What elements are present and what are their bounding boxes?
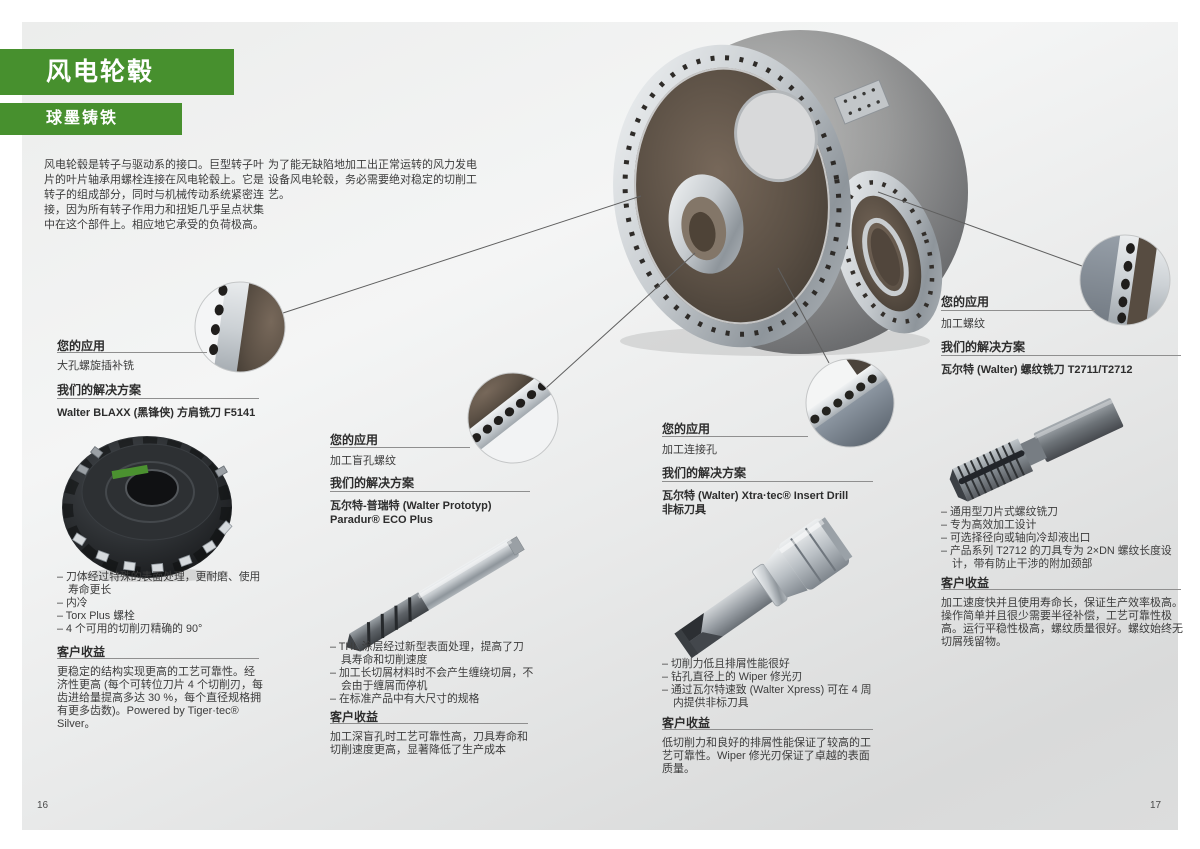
list-item: – 加工长切屑材料时不会产生缠绕切屑，不会由于缠屑而停机 xyxy=(330,667,534,692)
col1-benefits-text: 更稳定的结构实现更高的工艺可靠性。经济性更高 (每个可转位刀片 4 个切削刃，每… xyxy=(57,666,263,730)
col4-product-name: 瓦尔特 (Walter) 螺纹铣刀 T2711/T2712 xyxy=(941,363,1185,377)
list-item: – 专为高效加工设计 xyxy=(941,519,1037,531)
list-item: – 产品系列 T2712 的刀具专为 2×DN 螺纹长度设计，带有防止干涉的附加… xyxy=(941,545,1172,570)
page-number-left: 16 xyxy=(37,800,49,811)
list-item: – 4 个可用的切削刃精确的 90° xyxy=(57,623,203,635)
col1-product-name: Walter BLAXX (黑锋侠) 方肩铣刀 F5141 xyxy=(57,406,267,420)
col3-application-heading: 您的应用 xyxy=(662,422,711,436)
col3-application-text: 加工连接孔 xyxy=(662,444,717,456)
col4-benefits-rule xyxy=(941,589,1181,590)
col3-benefits-rule xyxy=(662,729,873,730)
intro-paragraph-right: 为了能无缺陷地加工出正常运转的风力发电设备风电轮毂，务必需要绝对稳定的切削工艺。 xyxy=(268,159,477,201)
col1-product-line1: Walter BLAXX (黑锋侠) 方肩铣刀 F5141 xyxy=(57,407,256,419)
col3-solution-rule xyxy=(662,481,873,482)
page-subtitle: 球墨铸铁 xyxy=(46,110,119,127)
col2-solution-heading: 我们的解决方案 xyxy=(330,476,415,490)
list-item: – 刀体经过特殊的表面处理，更耐磨、使用寿命更长 xyxy=(57,571,261,596)
page-subtitle-banner: 球墨铸铁 xyxy=(0,103,182,135)
col2-benefits-heading: 客户收益 xyxy=(330,710,379,724)
col2-feature-list: – THL 涂层经过新型表面处理，提高了刀具寿命和切削速度 – 加工长切屑材料时… xyxy=(330,641,534,706)
list-item: – THL 涂层经过新型表面处理，提高了刀具寿命和切削速度 xyxy=(330,641,524,666)
list-item: – 切削力低且排屑性能很好 xyxy=(662,658,790,670)
col4-product-line1: 瓦尔特 (Walter) 螺纹铣刀 T2711/T2712 xyxy=(941,364,1133,376)
col3-feature-list: – 切削力低且排屑性能很好 – 钻孔直径上的 Wiper 修光刃 – 通过瓦尔特… xyxy=(662,658,876,710)
col1-application-heading: 您的应用 xyxy=(57,339,106,353)
col3-product-line1: 瓦尔特 (Walter) Xtra·tec® Insert Drill xyxy=(662,490,849,502)
list-item: – 内冷 xyxy=(57,597,88,609)
col2-solution-rule xyxy=(330,491,530,492)
list-item: – 通过瓦尔特速致 (Walter Xpress) 可在 4 周内提供非标刀具 xyxy=(662,684,872,709)
col3-benefits-heading: 客户收益 xyxy=(662,716,711,730)
col2-product-line1: 瓦尔特-普瑞特 (Walter Prototyp) xyxy=(330,500,492,512)
page-sheet xyxy=(22,22,1178,830)
col4-application-heading: 您的应用 xyxy=(941,295,990,309)
page-number-right: 17 xyxy=(1150,800,1162,811)
list-item: – 钻孔直径上的 Wiper 修光刃 xyxy=(662,671,803,683)
col4-application-text: 加工螺纹 xyxy=(941,318,985,330)
col1-application-text: 大孔螺旋插补铣 xyxy=(57,360,134,372)
list-item: – 在标准产品中有大尺寸的规格 xyxy=(330,693,480,705)
list-item: – Torx Plus 螺栓 xyxy=(57,610,135,622)
list-item: – 通用型刀片式螺纹铣刀 xyxy=(941,506,1058,518)
col2-benefits-text: 加工深盲孔时工艺可靠性高，刀具寿命和切削速度更高，显著降低了生产成本 xyxy=(330,731,528,756)
page-title: 风电轮毂 xyxy=(46,58,155,86)
col2-application-heading: 您的应用 xyxy=(330,433,379,447)
col4-benefits-heading: 客户收益 xyxy=(941,576,990,590)
col4-solution-heading: 我们的解决方案 xyxy=(941,340,1026,354)
col2-application-text: 加工盲孔螺纹 xyxy=(330,455,396,467)
col3-solution-heading: 我们的解决方案 xyxy=(662,466,747,480)
intro-paragraph-left: 风电轮毂是转子与驱动系的接口。巨型转子叶片的叶片轴承用螺栓连接在风电轮毂上。它是… xyxy=(44,159,264,231)
col4-solution-rule xyxy=(941,355,1181,356)
col2-product-name: 瓦尔特-普瑞特 (Walter Prototyp) Paradur® ECO P… xyxy=(330,499,536,527)
col1-solution-heading: 我们的解决方案 xyxy=(57,383,142,397)
list-item: – 可选择径向或轴向冷却液出口 xyxy=(941,532,1091,544)
col2-product-line2: Paradur® ECO Plus xyxy=(330,514,433,526)
col3-product-line2: 非标刀具 xyxy=(662,504,706,516)
col3-benefits-text: 低切削力和良好的排屑性能保证了较高的工艺可靠性。Wiper 修光刃保证了卓越的表… xyxy=(662,737,871,775)
col1-benefits-rule xyxy=(57,658,259,659)
col2-application-rule xyxy=(330,447,470,448)
col1-solution-rule xyxy=(57,398,259,399)
col3-product-name: 瓦尔特 (Walter) Xtra·tec® Insert Drill 非标刀具 xyxy=(662,489,880,517)
col3-application-rule xyxy=(662,436,808,437)
page-title-banner: 风电轮毂 xyxy=(0,49,234,95)
col4-application-rule xyxy=(941,310,1095,311)
col1-benefits-heading: 客户收益 xyxy=(57,645,106,659)
col4-benefits-text: 加工速度快并且使用寿命长，保证生产效率极高。操作简单并且很少需要半径补偿，工艺可… xyxy=(941,597,1183,648)
col2-benefits-rule xyxy=(330,723,528,724)
col1-application-rule xyxy=(57,352,207,353)
col4-feature-list: – 通用型刀片式螺纹铣刀 – 专为高效加工设计 – 可选择径向或轴向冷却液出口 … xyxy=(941,506,1183,571)
col1-feature-list: – 刀体经过特殊的表面处理，更耐磨、使用寿命更长 – 内冷 – Torx Plu… xyxy=(57,571,261,636)
